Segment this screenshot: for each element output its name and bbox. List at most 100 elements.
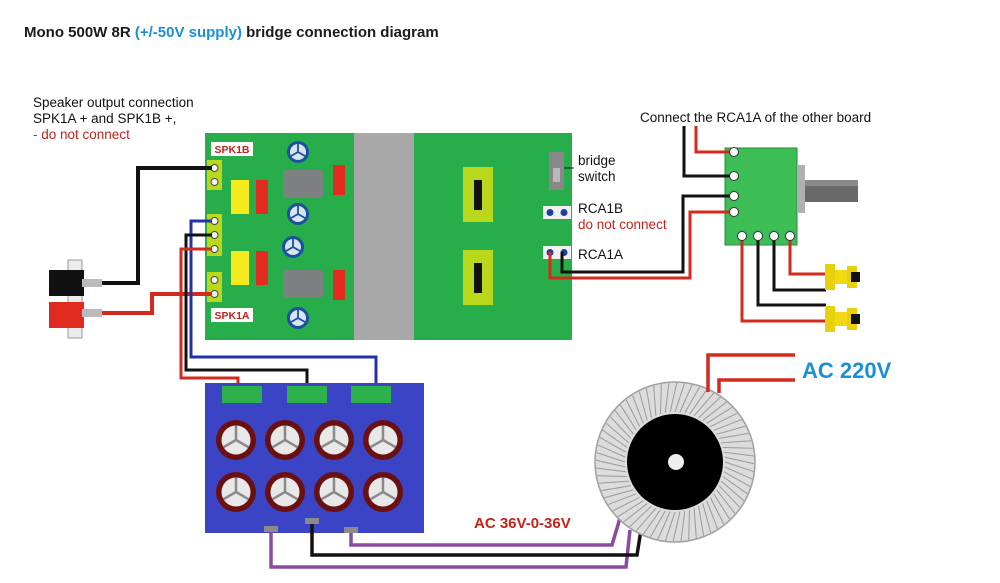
toroidal-transformer [594,381,756,543]
rca1b-label: RCA1B [578,201,623,216]
cap-small-4 [286,306,310,330]
wire-jack2-black [756,236,826,307]
film-cap-top [256,180,268,214]
winding-line [596,452,626,463]
winding-line [706,500,718,529]
wire-rca1a-black [560,194,734,274]
winding-line [723,471,751,488]
cap-small-1 [286,140,310,164]
winding-line [716,425,746,435]
transformer-windings [595,382,755,542]
wire-jack2-red [740,236,826,323]
winding-line [617,500,644,518]
winding-line [684,386,701,414]
psu-cap-6 [263,470,307,514]
cap-small-3 [281,235,305,259]
rca-jack-bottom[interactable] [825,306,860,332]
psu-terminal-right[interactable] [351,386,391,403]
winding-line [642,509,661,535]
psu-cap-2 [263,418,307,462]
psu-terminal-middle[interactable] [287,386,327,403]
power-supply-board [205,383,424,533]
winding-line [713,493,731,520]
speaker-note-line2: SPK1A + and SPK1B +, [33,111,176,126]
terminal-spk1b[interactable] [207,160,222,190]
spk1b-label: SPK1B [214,144,249,156]
winding-line [638,391,648,421]
wire-ac-black [310,521,643,557]
winding-line [709,497,725,525]
speaker-note-line1: Speaker output connection [33,95,194,110]
winding-line [702,503,712,533]
winding-line [645,388,652,418]
inductor-bottom [231,251,249,285]
winding-line [608,493,637,505]
psu-terminal-left[interactable] [222,386,262,403]
winding-line [635,507,657,532]
bridge-switch-label-line1: bridge [578,153,616,168]
winding-line [693,392,715,417]
winding-line [623,503,648,523]
winding-line [664,383,670,414]
winding-line [614,410,634,435]
speaker-terminal[interactable] [49,259,102,339]
winding-line [619,404,637,431]
winding-line [718,485,741,508]
heatsink [354,133,414,340]
terminal-power[interactable] [207,214,222,256]
wire-psu-black [184,233,309,386]
wire-ac-purple-outer [269,529,632,569]
psu-cap-4 [361,418,405,462]
psu-cap-8 [361,470,405,514]
winding-line [698,506,705,536]
wire-jack1-black [772,236,826,292]
winding-line [665,511,676,541]
psu-cap-7 [312,470,356,514]
winding-line [680,510,686,541]
title-supply: (+/-50V supply) [134,24,242,41]
title-part3: bridge connection diagram [241,24,439,41]
psu-ac-pin-left [264,526,278,532]
winding-line [595,459,626,468]
winding-line [719,432,749,439]
wire-spk1b-black [100,166,212,285]
winding-line [720,480,745,502]
winding-line [597,444,626,458]
film-cap-bottom [256,251,268,285]
winding-line [609,416,632,439]
rca1b-note: do not connect [578,217,667,232]
winding-line [713,419,742,431]
winding-line [653,385,657,416]
diagram-title: Mono 500W 8R (+/-50V supply) bridge conn… [24,24,439,41]
winding-line [602,429,628,448]
wire-rca1a-red [548,210,734,280]
winding-line [657,511,671,540]
inductor-top [231,180,249,214]
winding-line [721,440,752,444]
winding-line [722,476,748,495]
winding-line [674,383,685,413]
winding-line [688,509,691,540]
winding-line [672,511,681,542]
wire-psu-blue [189,219,378,386]
winding-line [604,489,634,499]
ic-chip-top [283,170,323,198]
winding-line [612,496,640,512]
winding-line [632,395,644,424]
ac-main-label: AC 220V [802,358,892,383]
winding-line [597,475,628,478]
winding-line [716,489,736,514]
rca-jack-top[interactable] [825,264,860,290]
wire-jack1-red [788,236,826,276]
wire-ac-purple-inner [349,517,622,547]
winding-line [724,461,754,472]
winding-line [679,384,693,413]
winding-line [596,467,627,473]
winding-line [625,399,641,427]
terminal-spk1a[interactable] [207,272,222,302]
winding-line [659,384,662,415]
psu-cap-1 [214,418,258,462]
volume-board-pins [729,147,795,241]
film-cap-right-bottom [333,270,345,300]
psu-cap-5 [214,470,258,514]
